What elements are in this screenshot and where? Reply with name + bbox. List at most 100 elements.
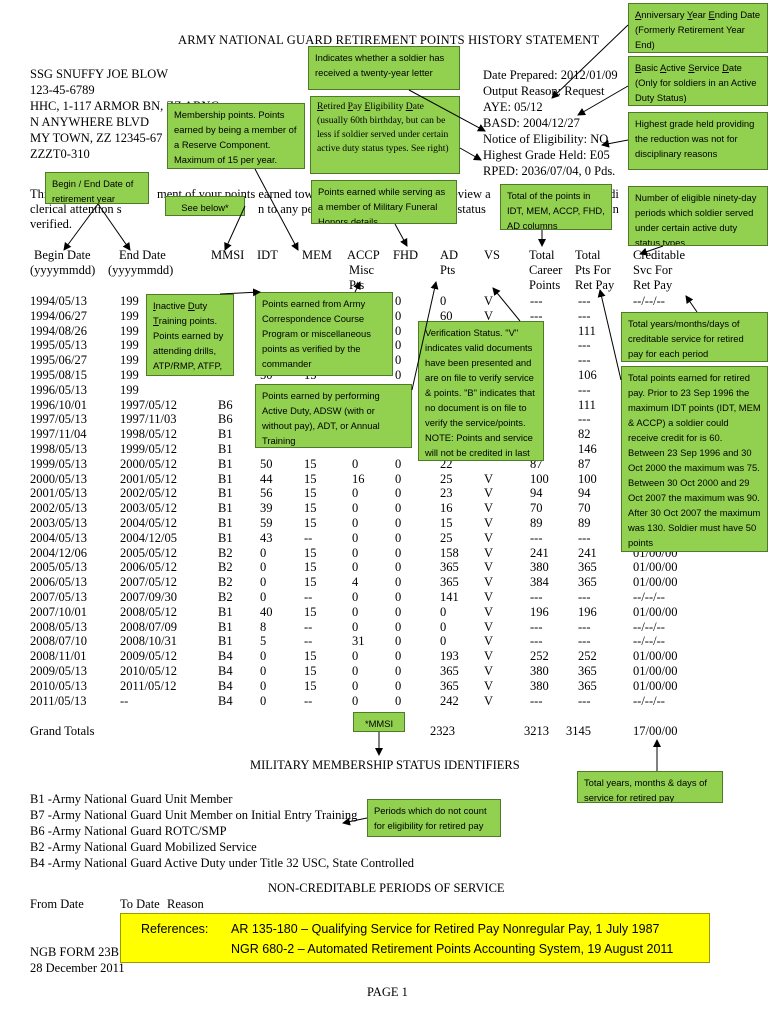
mmsi-item: B2 -Army National Guard Mobilized Servic…	[30, 840, 257, 854]
cell-fhd: 0	[395, 456, 402, 471]
cell-total-ret-pay: 111	[578, 323, 596, 338]
cell-begin: 1995/05/13	[30, 338, 87, 353]
soldier-block: SSG SNUFFY JOE BLOW 123-45-6789 HHC, 1-1…	[30, 66, 219, 162]
cell-begin: 1995/08/15	[30, 368, 87, 382]
cell-fhd: 0	[395, 530, 402, 545]
hdr-end: End Date	[119, 248, 166, 262]
cell-total-career: 94	[530, 486, 543, 501]
cell-mmsi: B1	[218, 604, 233, 619]
form-footer: NGB FORM 23B 28 December 2011	[30, 944, 125, 976]
cell-mem: --	[304, 530, 313, 545]
cell-idt: 50	[260, 456, 273, 471]
cell-end: 2009/05/12	[120, 649, 177, 664]
cell-ad: 0	[440, 634, 447, 649]
cell-vs: V	[484, 516, 494, 530]
total-ret-pay: 3145	[566, 724, 591, 738]
cell-begin: 1996/10/01	[30, 397, 87, 412]
soldier-name: SSG SNUFFY JOE BLOW	[30, 67, 169, 81]
cell-idt: 56	[260, 486, 273, 501]
cell-fhd: 0	[395, 338, 402, 353]
cell-total-ret-pay: ---	[578, 412, 591, 427]
cell-total-ret-pay: 365	[578, 678, 597, 693]
cell-vs: V	[484, 560, 494, 575]
cell-begin: 1996/05/13	[30, 382, 87, 397]
cell-accp: 0	[352, 545, 359, 560]
cell-begin: 2009/05/13	[30, 664, 87, 678]
cell-total-ret-pay: 70	[578, 501, 591, 516]
callout-ret-pay: Total points earned for retired pay. Pri…	[621, 366, 768, 552]
hdr-cs1: Creditable	[633, 248, 686, 262]
cell-total-career: ---	[530, 294, 543, 308]
output-reason: Output Reason: Request	[483, 84, 605, 98]
cell-ad: 25	[440, 471, 453, 486]
hdr-cs2: Svc For	[633, 263, 673, 277]
noncred-to: To Date	[120, 897, 160, 911]
hdr-ad1: AD	[440, 248, 459, 262]
mmsi-item: B1 -Army National Guard Unit Member	[30, 792, 233, 806]
cell-fhd: 0	[395, 501, 402, 516]
cell-total-ret-pay: 241	[578, 545, 597, 560]
cell-creditable: 01/00/00	[633, 560, 678, 575]
cell-idt: 40	[260, 604, 273, 619]
cell-total-career: 241	[530, 545, 549, 560]
mmsi-title: MILITARY MEMBERSHIP STATUS IDENTIFIERS	[250, 758, 520, 772]
cell-end: 1997/11/03	[120, 412, 177, 427]
hdr-accp3: Pts	[349, 278, 365, 292]
cell-vs: V	[484, 575, 494, 590]
cell-idt: 0	[260, 649, 267, 664]
cell-mem: 15	[304, 486, 317, 501]
cell-accp: 0	[352, 456, 359, 471]
cell-fhd: 0	[395, 516, 402, 530]
hdr-tr1: Total	[575, 248, 601, 262]
cell-begin: 1997/11/04	[30, 427, 87, 442]
callout-membership: Membership points. Points earned by bein…	[167, 103, 305, 169]
cell-idt: 0	[260, 590, 267, 604]
cell-vs: V	[484, 486, 494, 501]
cell-begin: 2008/07/10	[30, 634, 87, 649]
callout-accp: Points earned from Army Correspondence C…	[255, 292, 393, 376]
cell-begin: 1994/05/13	[30, 294, 87, 308]
cell-mem: 15	[304, 560, 317, 575]
cell-idt: 8	[260, 619, 267, 634]
callout-noncount: Periods which do not count for eligibili…	[367, 799, 501, 837]
mmsi-item: B7 -Army National Guard Unit Member on I…	[30, 808, 358, 822]
cell-mmsi: B1	[218, 501, 233, 516]
cell-ad: 23	[440, 486, 453, 501]
cell-creditable: 01/00/00	[633, 678, 678, 693]
cell-end: 1999/05/12	[120, 442, 177, 456]
cell-total-career: 100	[530, 471, 549, 486]
cell-accp: 0	[352, 649, 359, 664]
cell-accp: 0	[352, 664, 359, 678]
cell-total-ret-pay: 196	[578, 604, 597, 619]
cell-end: 2011/05/12	[120, 678, 177, 693]
callout-twenty-year: Indicates whether a soldier has received…	[308, 46, 460, 90]
cell-begin: 2007/10/01	[30, 604, 87, 619]
cell-total-ret-pay: ---	[578, 353, 591, 368]
noncred-title: NON-CREDITABLE PERIODS OF SERVICE	[268, 881, 505, 895]
cell-accp: 0	[352, 560, 359, 575]
cell-begin: 2008/05/13	[30, 619, 87, 634]
cell-ad: 365	[440, 560, 459, 575]
references-box: References: AR 135-180 – Qualifying Serv…	[120, 913, 710, 963]
hdr-begin: Begin Date	[34, 248, 91, 262]
cell-mem: --	[304, 634, 313, 649]
cell-mem: 15	[304, 649, 317, 664]
cell-fhd: 0	[395, 353, 402, 368]
total-ad: 2323	[430, 724, 455, 738]
cell-accp: 0	[352, 678, 359, 693]
cell-idt: 0	[260, 664, 267, 678]
cell-begin: 1999/05/13	[30, 456, 87, 471]
references-label: References:	[141, 922, 209, 936]
intro-2a: clerical attention s	[30, 202, 122, 216]
cell-idt: 0	[260, 678, 267, 693]
hdr-mem: MEM	[302, 248, 332, 262]
cell-mem: 15	[304, 664, 317, 678]
cell-ad: 365	[440, 575, 459, 590]
cell-total-career: 70	[530, 501, 543, 516]
